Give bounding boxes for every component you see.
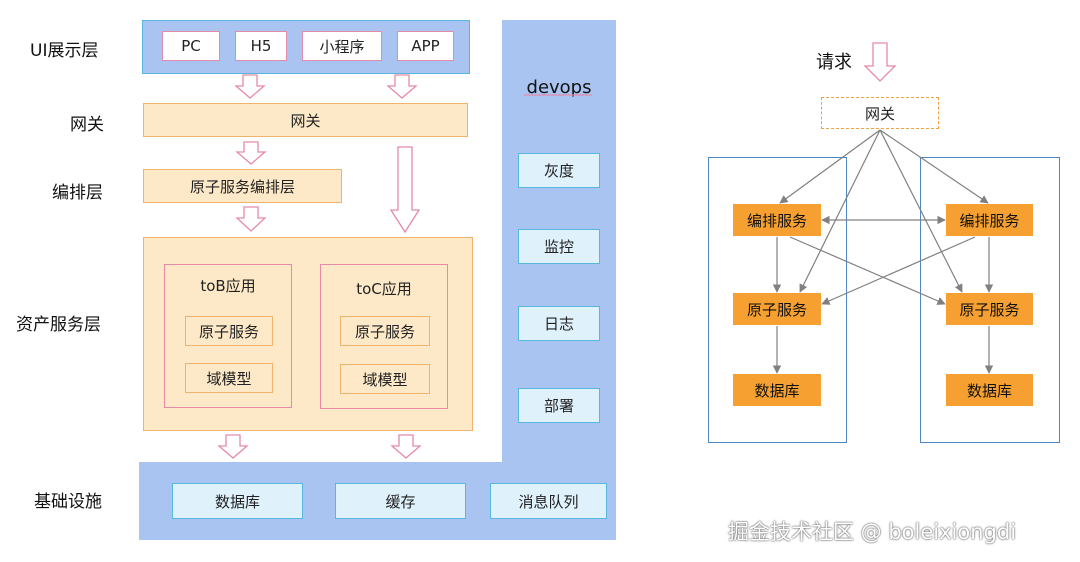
toc-domain-model: 域模型 xyxy=(340,364,430,394)
row-label-gateway: 网关 xyxy=(70,115,104,135)
row-label-asset: 资产服务层 xyxy=(16,315,101,335)
tob-app-title: toB应用 xyxy=(200,276,256,295)
right-database: 数据库 xyxy=(946,374,1033,406)
edge-gateway-to-right-orch xyxy=(879,129,989,204)
infra-item-database: 数据库 xyxy=(172,483,303,519)
row-label-infra: 基础设施 xyxy=(34,492,102,512)
devops-item-deploy: 部署 xyxy=(518,388,600,423)
right-atomic-service: 原子服务 xyxy=(946,293,1033,325)
right-cluster-box xyxy=(920,157,1060,443)
row-label-ui: UI展示层 xyxy=(30,41,99,61)
arrow-gateway-to-toc xyxy=(389,146,421,234)
edge-gateway-to-left-orch xyxy=(779,129,881,204)
left-cluster-box xyxy=(708,157,847,443)
row-label-orchestration: 编排层 xyxy=(52,183,103,203)
tob-domain-model: 域模型 xyxy=(185,363,273,393)
arrow-tob-to-infra xyxy=(217,434,249,459)
arrow-toc-to-infra xyxy=(390,434,422,459)
edge-right-orch-to-left-atomic xyxy=(821,236,976,305)
devops-panel xyxy=(502,20,616,540)
infra-item-cache: 缓存 xyxy=(335,483,466,519)
arrow-orchestration-to-tob xyxy=(235,206,267,232)
orchestration-box: 原子服务编排层 xyxy=(143,169,342,203)
edge-left-orch-to-right-atomic xyxy=(789,236,946,305)
arrow-gateway-to-orchestration xyxy=(235,141,267,165)
left-atomic-service: 原子服务 xyxy=(733,293,821,325)
toc-app-title: toC应用 xyxy=(356,279,412,298)
ui-item-h5: H5 xyxy=(235,31,287,61)
arrow-ui-to-gateway-left xyxy=(234,74,266,99)
left-database: 数据库 xyxy=(733,374,821,406)
infra-item-message-queue: 消息队列 xyxy=(490,483,607,519)
devops-item-logging: 日志 xyxy=(518,306,600,341)
tob-atomic-service: 原子服务 xyxy=(185,316,273,346)
request-label: 请求 xyxy=(816,52,852,73)
left-orchestration-service: 编排服务 xyxy=(733,204,821,236)
ui-item-app: APP xyxy=(397,31,454,61)
toc-atomic-service: 原子服务 xyxy=(340,316,430,346)
devops-item-canary: 灰度 xyxy=(518,153,600,188)
watermark: 掘金技术社区 @ boleixiongdi xyxy=(728,520,1017,544)
request-arrow xyxy=(863,42,897,82)
devops-item-monitoring: 监控 xyxy=(518,229,600,264)
devops-title: devops xyxy=(526,76,592,98)
right-gateway-box: 网关 xyxy=(821,97,939,129)
edge-gateway-to-right-atomic xyxy=(879,129,963,293)
ui-item-pc: PC xyxy=(162,31,220,61)
arrow-ui-to-gateway-right xyxy=(386,74,418,99)
gateway-box: 网关 xyxy=(143,103,468,137)
right-orchestration-service: 编排服务 xyxy=(946,204,1033,236)
ui-item-miniprogram: 小程序 xyxy=(302,31,382,61)
edge-gateway-to-left-atomic xyxy=(799,129,881,293)
